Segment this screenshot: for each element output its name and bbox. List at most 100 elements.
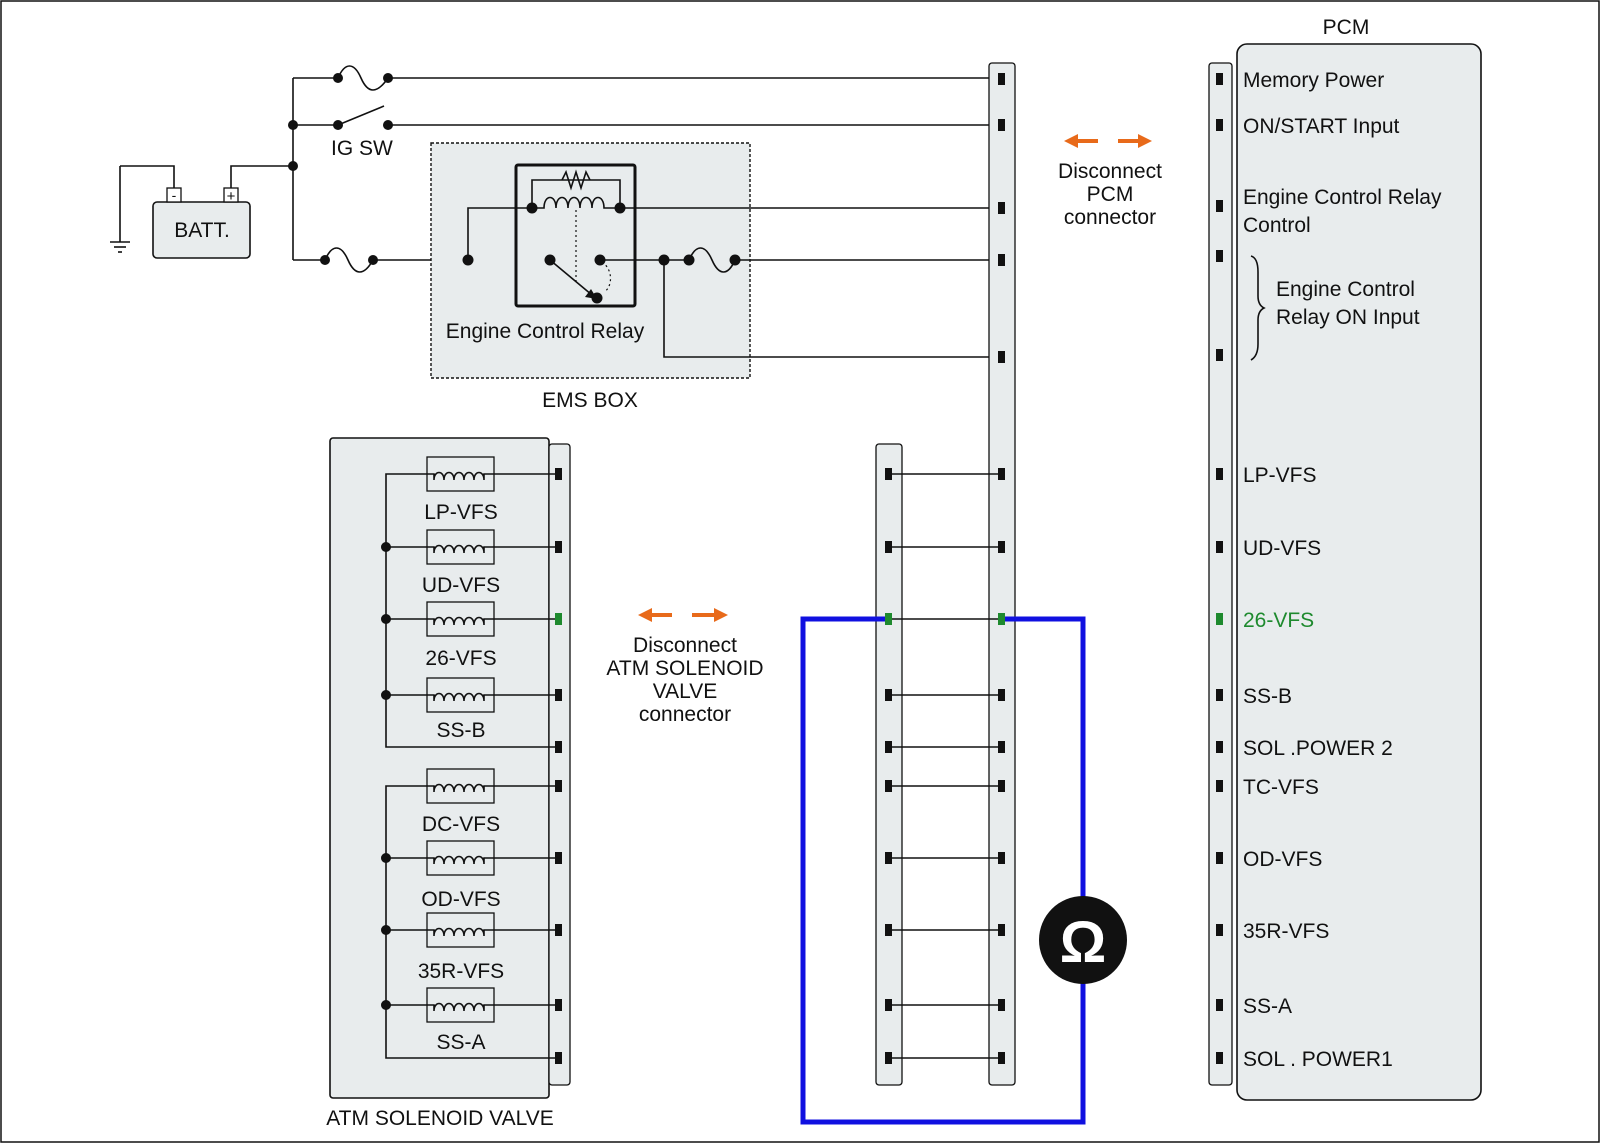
atm-harness-strip	[875, 443, 903, 1086]
battery	[152, 201, 251, 259]
pcm-pin	[1216, 541, 1223, 553]
pcm-pin	[1216, 73, 1223, 85]
battery-minus-label: -	[172, 187, 177, 203]
solenoid-ss-b: SS-B	[426, 677, 495, 742]
solenoid-label: LP-VFS	[424, 501, 498, 524]
relay-resistor-icon	[561, 169, 591, 191]
relay-switch-icon	[549, 259, 593, 296]
coil-icon	[427, 783, 494, 793]
solenoid-label: 26-VFS	[425, 647, 496, 670]
pcm-connector-strip-harness	[988, 62, 1016, 1086]
solenoid-label: 35R-VFS	[418, 960, 504, 983]
pcm-pin-label-ss-b: SS-B	[1243, 685, 1292, 708]
pcm-connector	[988, 62, 1016, 1086]
solenoid-label: DC-VFS	[422, 813, 500, 836]
pcm-pin	[1216, 468, 1223, 480]
pcm-pin	[1216, 119, 1223, 131]
fuse-memory-icon	[337, 65, 389, 91]
pcm-pin-label-ecr-control-1: Engine Control Relay	[1243, 186, 1442, 209]
coil-icon	[427, 1002, 494, 1012]
pcm-pin	[1216, 250, 1223, 262]
solenoid-26-vfs: 26-VFS	[425, 601, 497, 670]
fuse-ecr-icon	[688, 247, 736, 273]
solenoid-label: SS-A	[436, 1031, 485, 1054]
pcm-pin-label-od-vfs: OD-VFS	[1243, 848, 1322, 871]
coil-icon	[427, 471, 494, 481]
solenoid-label: UD-VFS	[422, 574, 500, 597]
pcm-pin-label-tc-vfs: TC-VFS	[1243, 776, 1319, 799]
disconnect-atm-note: Disconnect ATM SOLENOID VALVE connector	[606, 608, 764, 726]
atm-solenoid-valve: ATM SOLENOID VALVE LP-VFS	[326, 437, 571, 1130]
solenoid-label: OD-VFS	[421, 888, 500, 911]
coil-icon	[427, 692, 494, 702]
ohmmeter-icon	[1039, 896, 1127, 984]
ig-switch-icon	[337, 105, 385, 126]
pcm-pin-highlight	[1216, 613, 1223, 625]
ecr-on-input-brace	[1250, 255, 1266, 361]
solenoid-ud-vfs: UD-VFS	[422, 529, 500, 597]
pcm-pin	[1216, 200, 1223, 212]
coil-icon	[427, 544, 494, 554]
solenoid-dc-vfs: DC-VFS	[422, 768, 500, 836]
solenoid-od-vfs: OD-VFS	[421, 840, 501, 911]
coil-icon	[427, 616, 494, 626]
pcm-pin-label-ud-vfs: UD-VFS	[1243, 537, 1321, 560]
pcm-pin-label-26-vfs: 26-VFS	[1243, 609, 1314, 632]
battery-minus-terminal	[166, 187, 182, 203]
pcm-pin	[1216, 924, 1223, 936]
ecr-on-input-wire-2	[663, 260, 1000, 358]
relay-coil-icon	[532, 196, 620, 209]
pcm-pin	[1216, 741, 1223, 753]
atm-solenoid-pin-highlight	[555, 613, 562, 625]
disconnect-pcm-line2: PCM	[1087, 183, 1134, 206]
pcm-pin	[1216, 780, 1223, 792]
arrow-left-icon	[638, 608, 652, 622]
solenoid-35r-vfs: 35R-VFS	[418, 912, 504, 983]
pcm-pin-label-sol-power-1: SOL . POWER1	[1243, 1048, 1393, 1071]
pcm-pin-label-lp-vfs: LP-VFS	[1243, 464, 1317, 487]
pcm-pin-label-sol-power-2: SOL .POWER 2	[1243, 737, 1393, 760]
battery-label: BATT.	[174, 219, 230, 242]
pcm-pin-label-ss-a: SS-A	[1243, 995, 1292, 1018]
arrow-left-icon	[1064, 134, 1078, 148]
pcm-pin-label-ecr-on-input-2: Relay ON Input	[1276, 306, 1420, 329]
pcm-pin	[1216, 689, 1223, 701]
solenoid-label: SS-B	[436, 719, 485, 742]
disconnect-pcm-note: Disconnect PCM connector	[1058, 134, 1162, 229]
coil-icon	[427, 855, 494, 865]
ig-sw-label: IG SW	[331, 137, 393, 160]
pcm-pin	[1216, 349, 1223, 361]
disconnect-pcm-line3: connector	[1064, 206, 1156, 229]
pcm-module: PCM Memory Power ON/START Input Engine C…	[1208, 16, 1482, 1101]
atm-harness-connector	[875, 443, 1005, 1086]
battery-plus-label: +	[227, 188, 236, 205]
atm-solenoid-valve-label: ATM SOLENOID VALVE	[326, 1107, 554, 1130]
pcm-pin-label-ecr-control-2: Control	[1243, 214, 1311, 237]
ohm-symbol: Ω	[1060, 910, 1107, 975]
battery-plus-terminal	[223, 187, 239, 203]
atm-solenoid-connector-strip	[548, 443, 571, 1086]
arrow-right-icon	[1138, 134, 1152, 148]
ems-box-label: EMS BOX	[542, 389, 638, 412]
pcm-pin-label-ecr-on-input-1: Engine Control	[1276, 278, 1415, 301]
disconnect-pcm-line1: Disconnect	[1058, 160, 1162, 183]
pcm-pin-label-on-start-input: ON/START Input	[1243, 115, 1400, 138]
pcm-title: PCM	[1323, 16, 1370, 39]
disconnect-atm-line1: Disconnect	[633, 634, 737, 657]
solenoid-ss-a: SS-A	[426, 987, 495, 1054]
solenoid-lp-vfs: LP-VFS	[424, 456, 498, 524]
pcm-pin	[1216, 1052, 1223, 1064]
coil-icon	[427, 927, 494, 937]
arrow-right-icon	[714, 608, 728, 622]
pcm-pin-label-memory-power: Memory Power	[1243, 69, 1384, 92]
disconnect-atm-line2: ATM SOLENOID	[606, 657, 763, 680]
pcm-connector-strip	[1208, 62, 1233, 1086]
pcm-box	[1236, 43, 1482, 1101]
engine-control-relay-label: Engine Control Relay	[446, 320, 645, 343]
fuse-ems-icon	[324, 247, 374, 273]
disconnect-atm-line3: VALVE	[653, 680, 718, 703]
ohmmeter-leads	[800, 616, 1086, 1125]
